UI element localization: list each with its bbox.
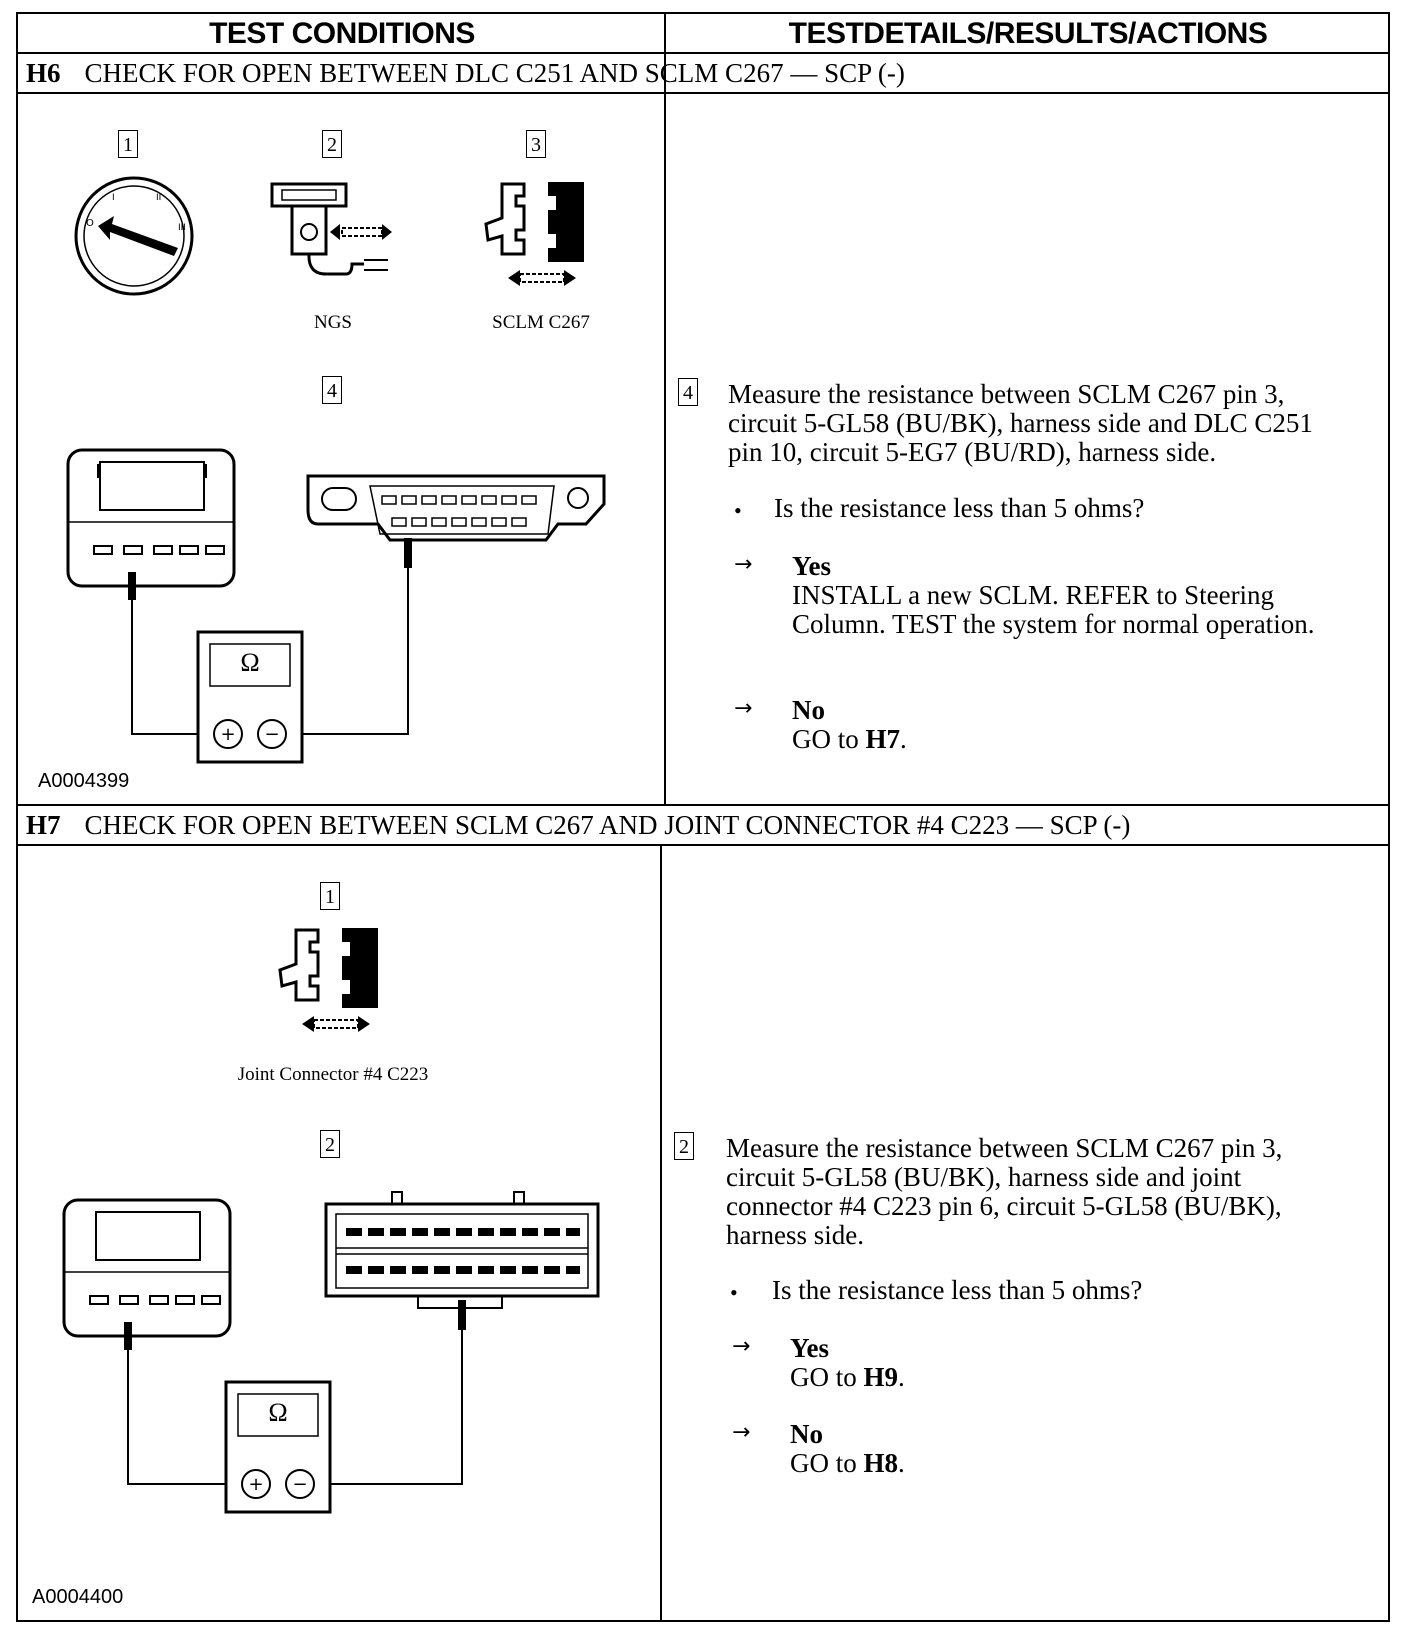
header-test-conditions: TEST CONDITIONS <box>209 17 475 50</box>
arrow-icon: → <box>732 1334 751 1359</box>
figure-id: A0004400 <box>32 1586 124 1608</box>
step-instruction: Measure the resistance between SCLM C267… <box>726 1133 1283 1250</box>
ngs-tester-icon <box>270 182 392 276</box>
sclm-connector-icon <box>484 182 584 286</box>
figure-step-box: 1 <box>320 882 340 910</box>
header-test-details: TESTDETAILS/RESULTS/ACTIONS <box>788 17 1268 50</box>
answer-no: No GO to H8. <box>790 1419 905 1478</box>
svg-text:+: + <box>248 1474 263 1495</box>
figure-step-box: 2 <box>320 1130 340 1158</box>
svg-text:I: I <box>112 193 115 203</box>
svg-text:O: O <box>86 218 94 229</box>
svg-text:III: III <box>178 223 186 233</box>
figure-id: A0004399 <box>38 770 130 792</box>
resistance-measurement-diagram: + − <box>62 1191 600 1514</box>
bullet: • <box>734 498 742 523</box>
divider <box>18 844 1388 846</box>
step-instruction: Measure the resistance between SCLM C267… <box>728 379 1313 467</box>
step-question: Is the resistance less than 5 ohms? <box>772 1275 1143 1305</box>
ohm-symbol: Ω <box>268 1398 288 1427</box>
arrow-icon: → <box>734 552 753 577</box>
figure-step-box: 4 <box>322 376 342 404</box>
caption-sclm-c267: SCLM C267 <box>492 312 590 333</box>
svg-text:II: II <box>156 193 161 203</box>
bullet: • <box>730 1280 738 1305</box>
step-number-box: 2 <box>674 1132 694 1160</box>
caption-ngs: NGS <box>313 312 352 333</box>
ignition-key-off-icon: O I II III <box>74 176 194 296</box>
arrow-icon: → <box>732 1420 751 1445</box>
resistance-measurement-diagram: + − <box>66 448 606 764</box>
figure-step-box: 1 <box>118 130 138 158</box>
joint-connector-icon <box>278 928 378 1032</box>
column-divider <box>660 844 662 1622</box>
divider <box>18 52 1388 54</box>
step-question: Is the resistance less than 5 ohms? <box>774 493 1145 523</box>
divider <box>18 92 1388 94</box>
svg-text:−: − <box>264 724 279 745</box>
arrow-icon: → <box>734 696 753 721</box>
figure-step-box: 2 <box>322 130 342 158</box>
answer-yes: Yes INSTALL a new SCLM. REFER to Steerin… <box>792 551 1315 639</box>
ohm-symbol: Ω <box>240 648 260 677</box>
svg-text:−: − <box>292 1474 307 1495</box>
answer-no: No GO to H7. <box>792 695 907 754</box>
svg-text:+: + <box>220 724 235 745</box>
step-number-box: 4 <box>678 378 698 406</box>
answer-yes: Yes GO to H9. <box>790 1333 905 1392</box>
test-table: TEST CONDITIONS TESTDETAILS/RESULTS/ACTI… <box>16 12 1390 1622</box>
divider <box>18 804 1388 806</box>
figure-step-box: 3 <box>526 130 546 158</box>
column-divider <box>664 14 666 804</box>
caption-joint-connector: Joint Connector #4 C223 <box>237 1064 429 1085</box>
